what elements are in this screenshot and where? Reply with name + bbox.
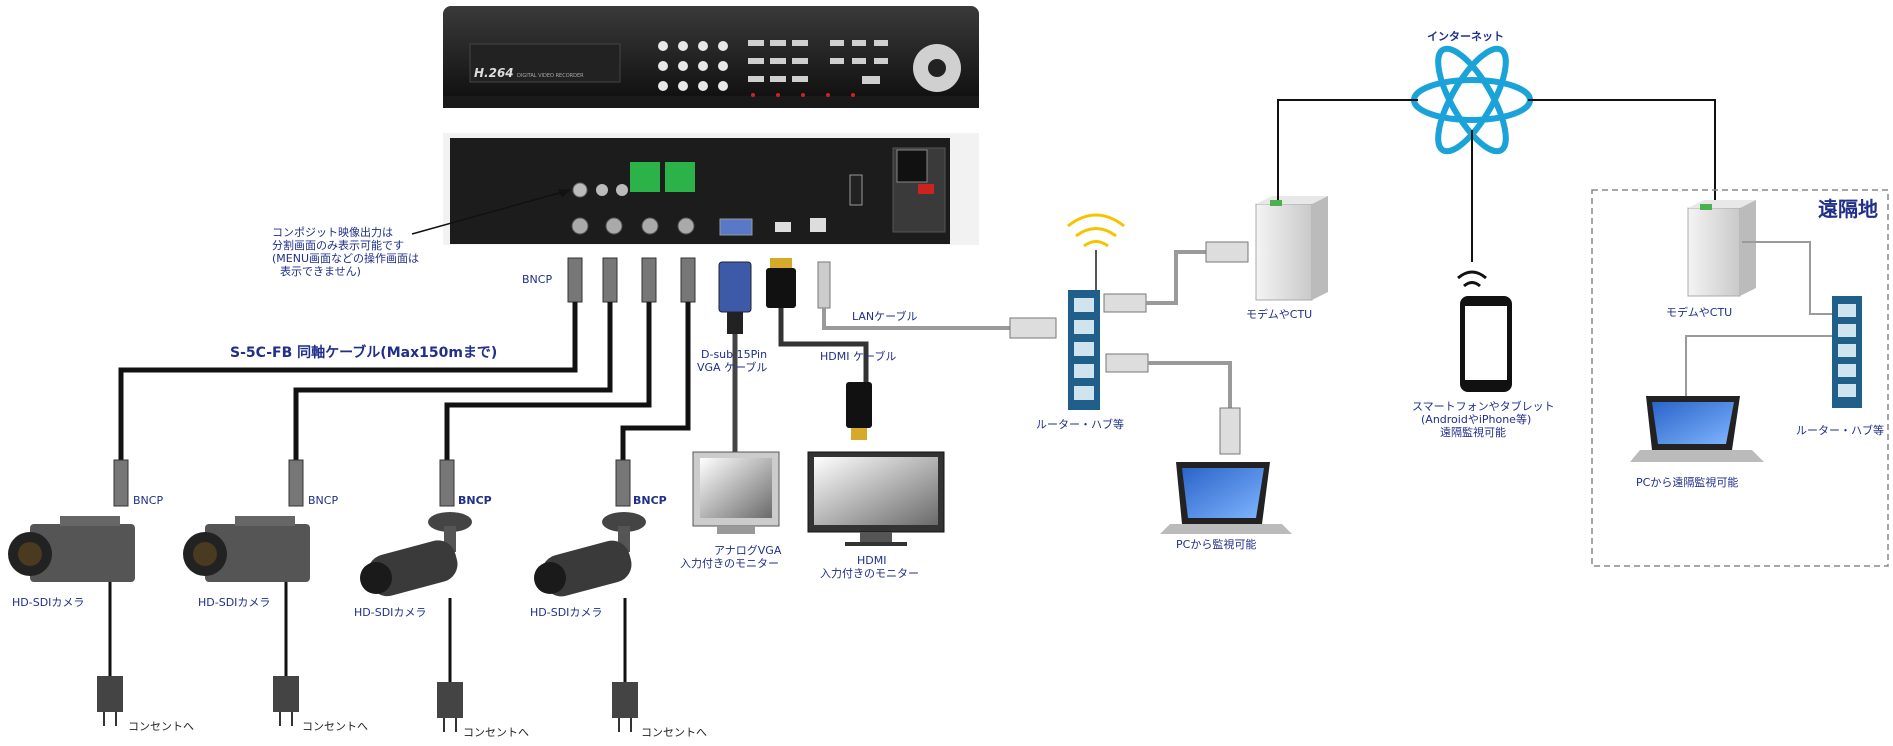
bncp-label-cam1: BNCP	[133, 494, 163, 507]
coax-cables	[118, 302, 691, 460]
camera-4-label: HD-SDIカメラ	[530, 606, 602, 619]
vga-port	[719, 218, 753, 236]
router-hub-remote-label: ルーター・ハブ等	[1796, 423, 1884, 437]
smartphone-label-1: スマートフォンやタブレット	[1412, 399, 1555, 413]
hdmi-cable-label: HDMI ケーブル	[820, 349, 896, 363]
internet-links	[1277, 99, 1716, 262]
composite-note-line2: 分割画面のみ表示可能です	[272, 238, 404, 252]
composite-out-port	[572, 182, 588, 198]
vga-cable: D-sub 15Pin VGA ケーブル	[697, 261, 767, 452]
bncp-label-top: BNCP	[522, 273, 552, 286]
vga-monitor-label-2: 入力付きのモニター	[680, 557, 779, 570]
bncp-connectors-top	[567, 257, 696, 303]
outlet-label-2: コンセントへ	[302, 720, 368, 733]
camera-1: BNCP HD-SDIカメラ コンセントへ	[8, 459, 194, 733]
remote-links	[1685, 241, 1832, 396]
modem-remote: モデムやCTU	[1666, 200, 1756, 319]
camera-3-label: HD-SDIカメラ	[354, 606, 426, 619]
pc-remote-label: PCから遠隔監視可能	[1636, 475, 1738, 489]
smartphone-label-3: 遠隔監視可能	[1440, 425, 1506, 439]
vga-cable-label-1: D-sub 15Pin	[701, 348, 767, 361]
bnc-inputs	[571, 217, 695, 235]
vga-cable-label-2: VGA ケーブル	[697, 360, 767, 374]
hdmi-monitor-label-1: HDMI	[857, 554, 886, 567]
composite-note-line3: (MENU画面などの操作画面は	[272, 251, 419, 265]
modem-remote-label: モデムやCTU	[1666, 305, 1732, 319]
vga-monitor: アナログVGA 入力付きのモニター	[680, 451, 782, 570]
composite-note-line4: 表示できません)	[280, 264, 361, 278]
internet-cloud: インターネット	[1411, 30, 1533, 155]
lan-cable-label: LANケーブル	[852, 309, 917, 323]
lan-router-modem	[1103, 241, 1249, 313]
smartphone-label-2: (AndroidやiPhone等)	[1421, 412, 1531, 426]
coax-cable-label: S-5C-FB 同軸ケーブル(Max150mまで)	[230, 344, 497, 361]
camera-1-label: HD-SDIカメラ	[12, 596, 84, 609]
dvr-rear-panel	[443, 133, 979, 245]
vga-monitor-label-1: アナログVGA	[714, 543, 782, 557]
modem-local-label: モデムやCTU	[1246, 307, 1312, 321]
composite-note: コンポジット映像出力は 分割画面のみ表示可能です (MENU画面などの操作画面は…	[272, 189, 571, 278]
bncp-label-cam2: BNCP	[308, 494, 338, 507]
outlet-label-1: コンセントへ	[128, 720, 194, 733]
dvr-front-panel: H.264 DIGITAL VIDEO RECORDER	[443, 6, 979, 108]
composite-note-line1: コンポジット映像出力は	[272, 225, 393, 239]
pc-local-label: PCから監視可能	[1176, 537, 1256, 551]
modem-local: モデムやCTU	[1246, 196, 1328, 321]
dvr-front-logo: H.264	[474, 66, 514, 80]
smartphone: スマートフォンやタブレット (AndroidやiPhone等) 遠隔監視可能	[1412, 270, 1555, 439]
power-inlet	[896, 149, 928, 183]
camera-4: BNCP HD-SDIカメラ コンセントへ	[530, 459, 707, 739]
router-hub: ルーター・ハブ等	[1036, 213, 1125, 431]
remote-area: 遠隔地	[1591, 189, 1889, 567]
laptop-local: PCから監視可能	[1160, 462, 1292, 551]
hdmi-monitor: HDMI 入力付きのモニター	[807, 451, 945, 580]
outlet-label-3: コンセントへ	[463, 726, 529, 739]
dvr-front-subtitle: DIGITAL VIDEO RECORDER	[517, 73, 584, 79]
hdmi-monitor-label-2: 入力付きのモニター	[820, 567, 919, 580]
camera-3: BNCP HD-SDIカメラ コンセントへ	[354, 459, 529, 739]
lan-router-pc	[1105, 353, 1241, 455]
bncp-label-cam4: BNCP	[633, 494, 667, 507]
hub-remote: ルーター・ハブ等	[1796, 296, 1884, 437]
outlet-label-4: コンセントへ	[641, 726, 707, 739]
internet-label: インターネット	[1427, 30, 1504, 43]
remote-area-label: 遠隔地	[1818, 197, 1878, 221]
bncp-label-cam3: BNCP	[458, 494, 492, 507]
camera-2-label: HD-SDIカメラ	[198, 596, 270, 609]
laptop-remote: PCから遠隔監視可能	[1630, 396, 1764, 489]
hdmi-cable: HDMI ケーブル	[766, 258, 896, 440]
camera-2: BNCP HD-SDIカメラ コンセントへ	[183, 459, 368, 733]
lan-cable-dvr: LANケーブル	[817, 261, 1057, 339]
router-hub-label: ルーター・ハブ等	[1036, 417, 1124, 431]
